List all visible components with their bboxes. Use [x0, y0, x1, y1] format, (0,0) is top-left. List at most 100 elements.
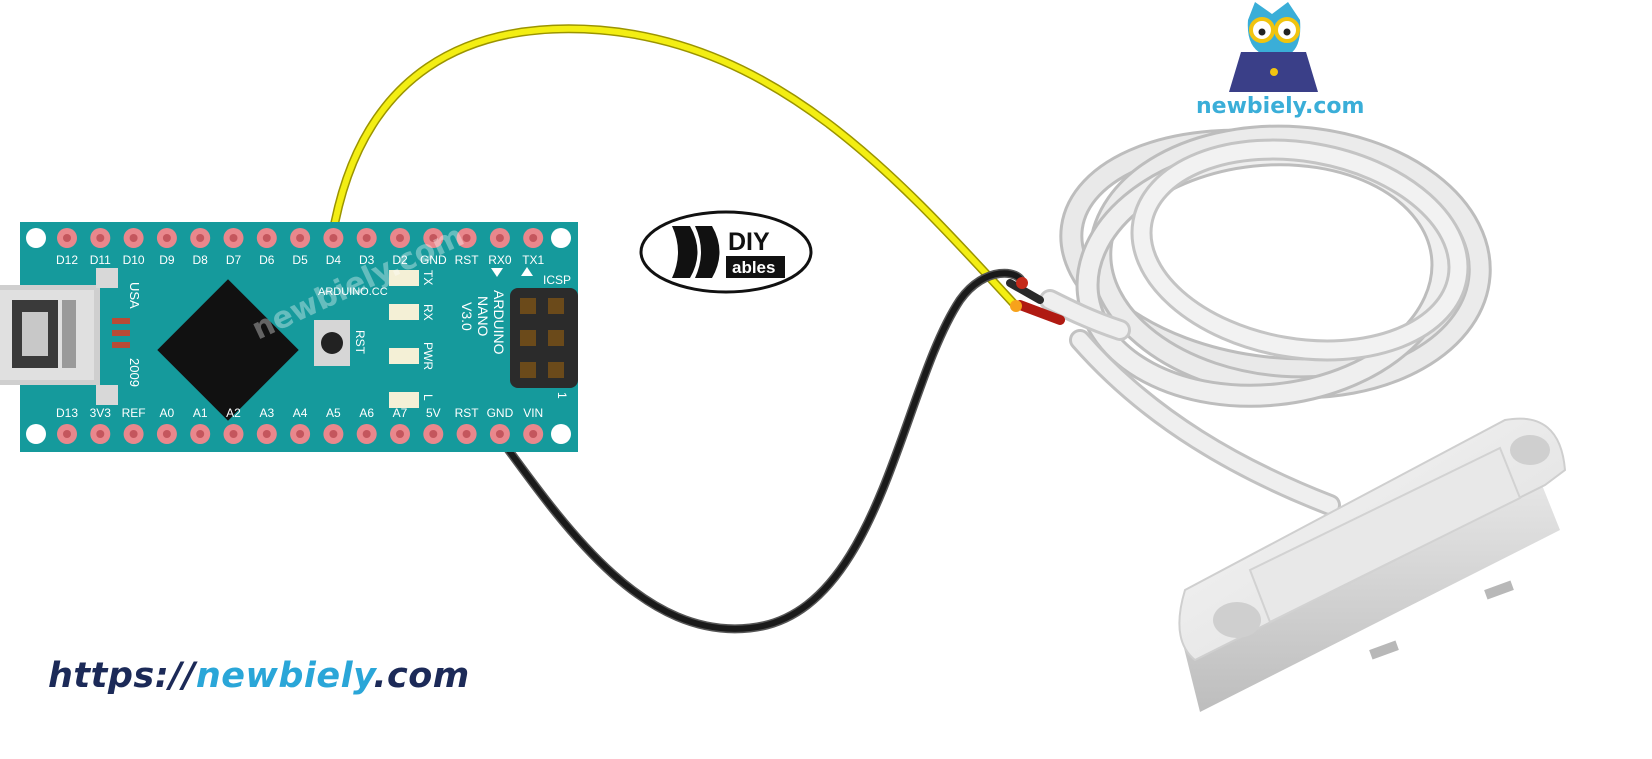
pin-hole	[462, 234, 471, 242]
tx-arrow-icon	[521, 267, 533, 276]
pin-label-d9: D9	[159, 253, 175, 267]
pin-label-d10: D10	[123, 253, 145, 267]
reset-button	[314, 320, 350, 366]
led-pwr	[389, 348, 419, 364]
board-text-led-l: L	[421, 394, 435, 401]
pin-hole	[362, 430, 371, 438]
board-text-model-line1: ARDUINO	[491, 290, 507, 355]
signal-wire-end	[1010, 300, 1022, 312]
pin-label-d8: D8	[193, 253, 209, 267]
pin-label-a7: A7	[393, 406, 408, 420]
board-text-led-rx: RX	[421, 304, 435, 321]
pin-hole	[129, 430, 138, 438]
diyables-logo-line2: ables	[732, 258, 775, 277]
footer-url[interactable]: https://newbiely.com	[48, 656, 470, 696]
pin-hole	[96, 234, 105, 242]
pin-label-d3: D3	[359, 253, 375, 267]
pin-label-ref: REF	[122, 406, 146, 420]
pin-hole	[229, 234, 238, 242]
led-rx	[389, 304, 419, 320]
mount-hole	[26, 424, 46, 444]
pin-label-rst: RST	[455, 406, 480, 420]
sensor-body	[1178, 417, 1567, 712]
pin-hole	[196, 430, 205, 438]
site-brand: newbiely.com	[1196, 94, 1365, 119]
diyables-mark-icon	[672, 226, 698, 278]
mount-hole	[551, 228, 571, 248]
pin-hole	[296, 234, 305, 242]
board-text-icsp: ICSP	[543, 273, 571, 287]
pin-hole	[529, 234, 538, 242]
diyables-logo: DIY ables	[639, 210, 813, 294]
ground-wire-end	[1016, 277, 1028, 289]
board-text-led-pwr: PWR	[421, 342, 435, 370]
pin-hole	[429, 430, 438, 438]
pin-label-a2: A2	[226, 406, 241, 420]
pin-hole	[329, 430, 338, 438]
pin-label-tx1: TX1	[522, 253, 544, 267]
board-text-rst: RST	[353, 330, 367, 355]
pin-hole	[495, 234, 504, 242]
pin-hole	[396, 430, 404, 438]
pin-label-a1: A1	[193, 406, 208, 420]
icsp-header	[510, 288, 578, 388]
pin-label-gnd: GND	[420, 253, 447, 267]
pin-label-d5: D5	[292, 253, 308, 267]
wires	[327, 24, 1028, 634]
pin-label-rst: RST	[455, 253, 480, 267]
pin-hole	[529, 430, 538, 438]
water-sensor	[1006, 124, 1567, 712]
footer-url-suffix: .com	[373, 656, 470, 696]
board-text-arduino-cc: ARDUINO.CC	[318, 286, 388, 298]
pin-hole	[162, 234, 171, 242]
pin-hole	[162, 430, 171, 438]
pin-label-a4: A4	[293, 406, 308, 420]
pin-label-5v: 5V	[426, 406, 441, 420]
board-text-usa: USA	[127, 282, 142, 309]
board-text-icsp-pin1: 1	[555, 392, 569, 399]
pin-label-3v3: 3V3	[90, 406, 112, 420]
pin-hole	[262, 234, 271, 242]
pin-label-rx0: RX0	[488, 253, 512, 267]
pin-label-gnd: GND	[487, 406, 514, 420]
pin-hole	[129, 234, 138, 242]
pin-hole	[63, 234, 71, 242]
sensor-red-wire	[1015, 300, 1065, 325]
pin-hole	[396, 234, 404, 242]
pin-hole	[429, 234, 438, 242]
pin-hole	[229, 430, 238, 438]
board-text-year: 2009	[127, 358, 142, 387]
rx-arrow-icon	[491, 268, 503, 277]
pin-hole	[262, 430, 271, 438]
pin-label-a5: A5	[326, 406, 341, 420]
sensor-black-wire	[1006, 279, 1044, 304]
led-l	[389, 392, 419, 408]
sensor-cable-coil	[1039, 124, 1492, 516]
diyables-logo-line1: DIY	[728, 228, 770, 256]
pin-label-d2: D2	[392, 253, 408, 267]
signal-wire	[329, 25, 1018, 308]
pin-hole	[196, 234, 205, 242]
board-text-model-line3: V3.0	[459, 302, 475, 331]
mount-hole	[551, 424, 571, 444]
pin-label-a6: A6	[359, 406, 374, 420]
pin-label-d12: D12	[56, 253, 78, 267]
pin-hole	[495, 430, 504, 438]
pin-hole	[462, 430, 471, 438]
board-text-model-line2: NANO	[475, 296, 491, 337]
led-tx	[389, 270, 419, 286]
pin-hole	[96, 430, 105, 438]
pin-label-d7: D7	[226, 253, 242, 267]
board-pcb	[20, 222, 578, 452]
pin-hole	[362, 234, 371, 242]
pin-hole	[329, 234, 338, 242]
pin-label-d11: D11	[90, 253, 111, 267]
footer-url-prefix: https://	[48, 656, 196, 696]
pin-label-a0: A0	[160, 406, 175, 420]
pin-label-a3: A3	[259, 406, 274, 420]
pin-label-d6: D6	[259, 253, 275, 267]
pin-label-d13: D13	[56, 406, 78, 420]
